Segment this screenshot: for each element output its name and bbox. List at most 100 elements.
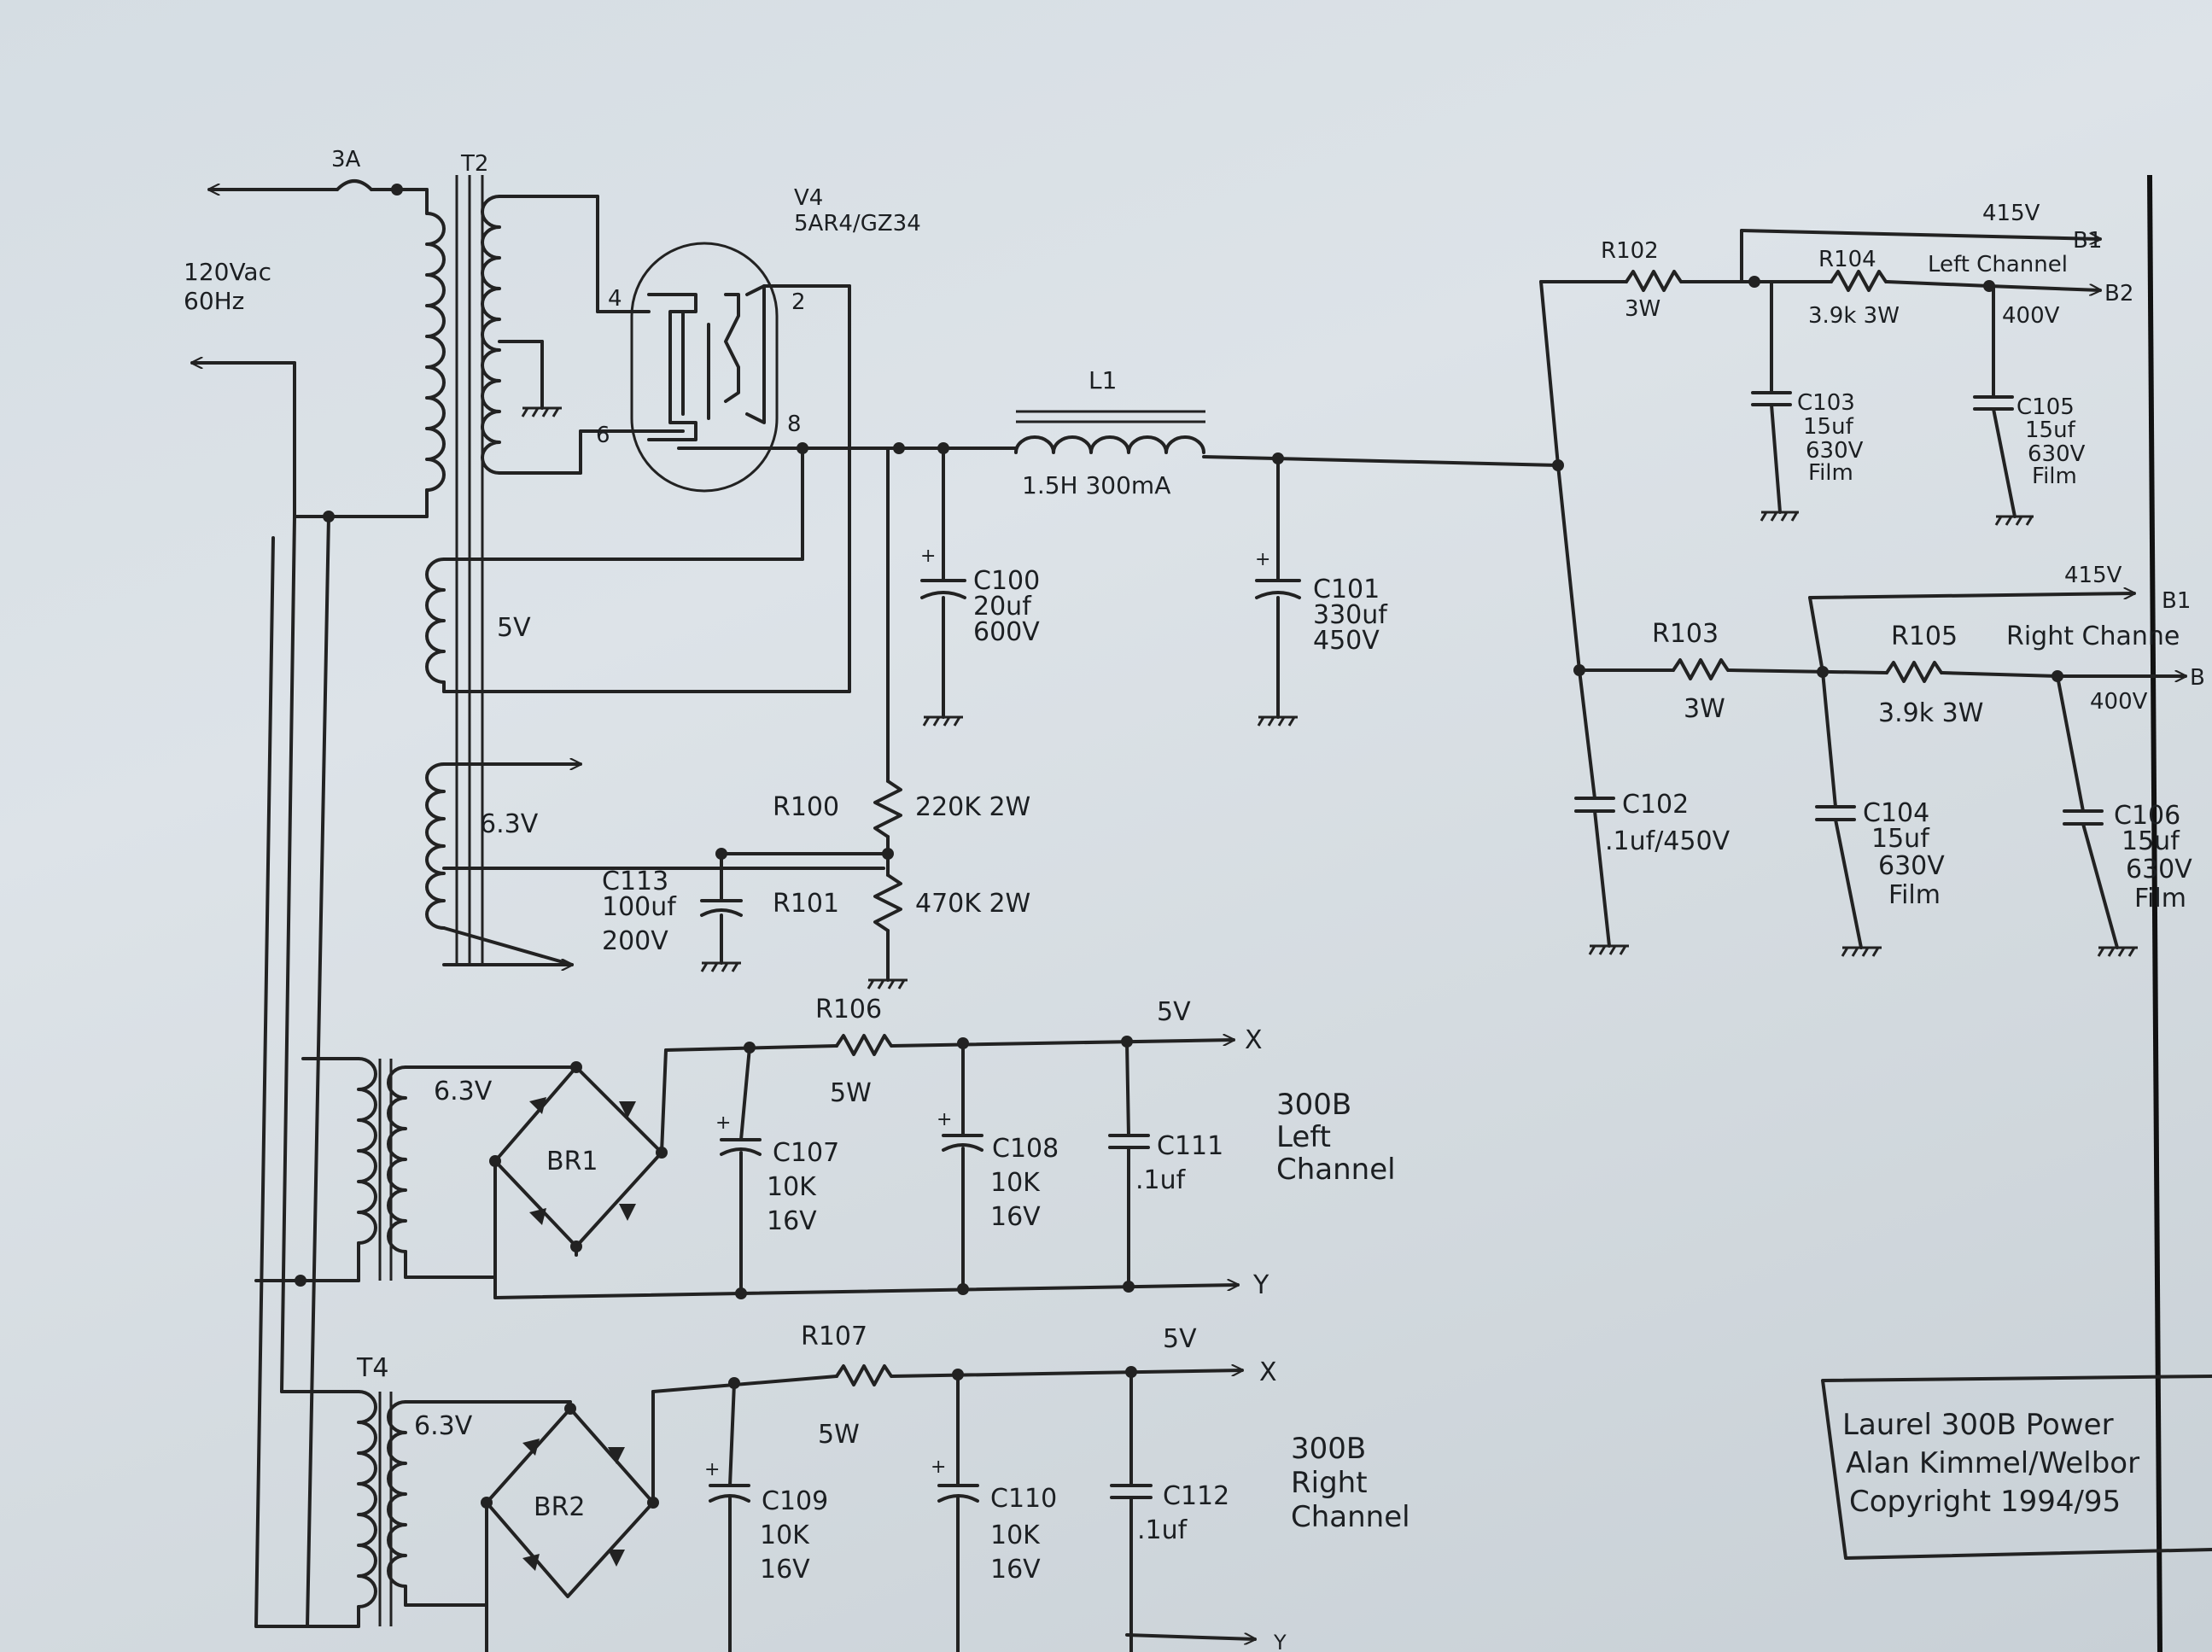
right-fil-label-3: Channel <box>1291 1500 1410 1534</box>
tube-pin-8: 8 <box>787 412 802 437</box>
c101-plus: + <box>1255 549 1270 570</box>
tube-pin-4: 4 <box>608 286 622 312</box>
r103-value: 3W <box>1684 694 1725 724</box>
c104-v2: 630V <box>1878 851 1945 881</box>
title-line-2: Alan Kimmel/Welbor <box>1846 1446 2139 1480</box>
c107-v1: 10K <box>767 1172 817 1202</box>
c100-plus: + <box>920 546 936 567</box>
c108-plus: + <box>937 1109 952 1130</box>
left-fil-label-3: Channel <box>1276 1153 1396 1187</box>
c111-ref: C111 <box>1157 1131 1223 1161</box>
t2-label: T2 <box>460 151 488 177</box>
c113-ref: C113 <box>602 867 668 896</box>
right-fil-label-2: Right <box>1291 1466 1368 1500</box>
r102-value: 3W <box>1625 296 1660 322</box>
left-title: Left Channel <box>1928 252 2068 277</box>
c107-plus: + <box>715 1112 731 1134</box>
c109-plus: + <box>704 1459 720 1480</box>
right-fil-label-1: 300B <box>1291 1432 1366 1466</box>
c103-v1: 15uf <box>1803 414 1854 440</box>
left-fil-label-1: 300B <box>1276 1088 1351 1122</box>
r106-ref: R106 <box>815 995 882 1024</box>
c105-v1: 15uf <box>2025 417 2076 443</box>
left-b1-volt: 415V <box>1982 201 2040 226</box>
right-b2-volt: 400V <box>2090 689 2148 715</box>
r105-ref: R105 <box>1891 622 1958 651</box>
c106-v3: Film <box>2134 884 2186 914</box>
c111-v1: .1uf <box>1135 1165 1187 1195</box>
tube-pin-6: 6 <box>596 423 610 448</box>
c110-ref: C110 <box>990 1484 1057 1514</box>
c101-v2: 450V <box>1313 626 1380 656</box>
br1-label: BR1 <box>546 1147 598 1176</box>
c110-plus: + <box>931 1456 946 1478</box>
c106-v1: 15uf <box>2122 826 2180 856</box>
c113-v1: 100uf <box>602 892 677 922</box>
c113-v2: 200V <box>602 926 668 956</box>
right-fil-x: X <box>1259 1357 1277 1387</box>
c105-v2: 630V <box>2028 441 2086 467</box>
c105-v3: Film <box>2032 464 2077 489</box>
t2-5v-label: 5V <box>497 613 531 643</box>
c112-v1: .1uf <box>1137 1515 1188 1545</box>
rectifier-tube-v4: V4 5AR4/GZ34 4 6 2 8 <box>596 185 921 493</box>
c102-ref: C102 <box>1622 790 1689 820</box>
right-63v-label: 6.3V <box>414 1411 473 1441</box>
r102-ref: R102 <box>1601 238 1659 264</box>
c110-v1: 10K <box>990 1521 1041 1550</box>
r100-value: 220K 2W <box>915 792 1030 822</box>
r104-ref: R104 <box>1818 247 1876 272</box>
c107-ref: C107 <box>773 1138 839 1168</box>
tube-type: 5AR4/GZ34 <box>794 211 921 236</box>
mains-label-2: 60Hz <box>184 287 244 315</box>
r100-ref: R100 <box>773 792 839 822</box>
c108-v2: 16V <box>990 1202 1041 1232</box>
c101-v1: 330uf <box>1313 600 1388 630</box>
c112-ref: C112 <box>1163 1481 1229 1511</box>
r103-ref: R103 <box>1652 619 1719 649</box>
r105-value: 3.9k 3W <box>1878 698 1983 728</box>
c104-ref: C104 <box>1863 798 1929 828</box>
r107-ref: R107 <box>801 1322 867 1351</box>
left-fil-y: Y <box>1252 1270 1269 1300</box>
tube-pin-2: 2 <box>791 289 806 315</box>
c109-v2: 16V <box>760 1555 810 1585</box>
fuse-3a <box>336 179 373 191</box>
left-b2-volt: 400V <box>2002 303 2060 329</box>
title-block: Laurel 300B Power Alan Kimmel/Welbor Cop… <box>1821 1375 2212 1560</box>
c103-v2: 630V <box>1806 438 1864 464</box>
c110-v2: 16V <box>990 1555 1041 1585</box>
left-fil-label-2: Left <box>1276 1120 1331 1154</box>
right-b1-volt: 415V <box>2064 563 2122 588</box>
transformer-t2: T2 5V 6.3V <box>400 151 885 965</box>
left-b2: B2 <box>2104 281 2133 306</box>
c101-ref: C101 <box>1313 575 1380 604</box>
left-channel-bplus: R102 3W R104 3.9k 3W 415V B1 Left Channe… <box>1539 201 2133 526</box>
title-line-3: Copyright 1994/95 <box>1849 1485 2121 1519</box>
choke-ref: L1 <box>1088 366 1117 394</box>
hv-filter: L1 1.5H 300mA + C100 20uf 600V + C101 33… <box>602 366 1564 989</box>
c103-ref: C103 <box>1797 390 1855 416</box>
title-line-1: Laurel 300B Power <box>1842 1408 2114 1442</box>
right-b1: B1 <box>2162 588 2191 614</box>
choke-value: 1.5H 300mA <box>1022 471 1170 499</box>
r101-value: 470K 2W <box>915 889 1030 919</box>
c103-v3: Film <box>1808 460 1853 486</box>
binder-edge <box>2147 174 2162 1652</box>
c106-ref: C106 <box>2114 801 2180 831</box>
r104-value: 3.9k 3W <box>1808 303 1900 329</box>
right-fil-y: Y <box>1273 1631 1287 1652</box>
primary-bus <box>254 184 403 1628</box>
mains-label-1: 120Vac <box>184 258 271 286</box>
r106-value: 5W <box>830 1078 872 1108</box>
c104-v1: 15uf <box>1871 824 1930 854</box>
r101-ref: R101 <box>773 889 839 919</box>
c108-v1: 10K <box>990 1168 1041 1198</box>
c108-ref: C108 <box>992 1134 1059 1164</box>
c100-v1: 20uf <box>973 592 1032 622</box>
tube-ref: V4 <box>794 185 823 211</box>
left-fil-volt: 5V <box>1157 997 1191 1027</box>
right-filament-supply: T4 6.3V BR2 R107 5W 5V X Y <box>254 1322 1410 1652</box>
right-channel-bplus: R103 3W R105 3.9k 3W 415V B1 Right Chann… <box>1556 464 2205 957</box>
